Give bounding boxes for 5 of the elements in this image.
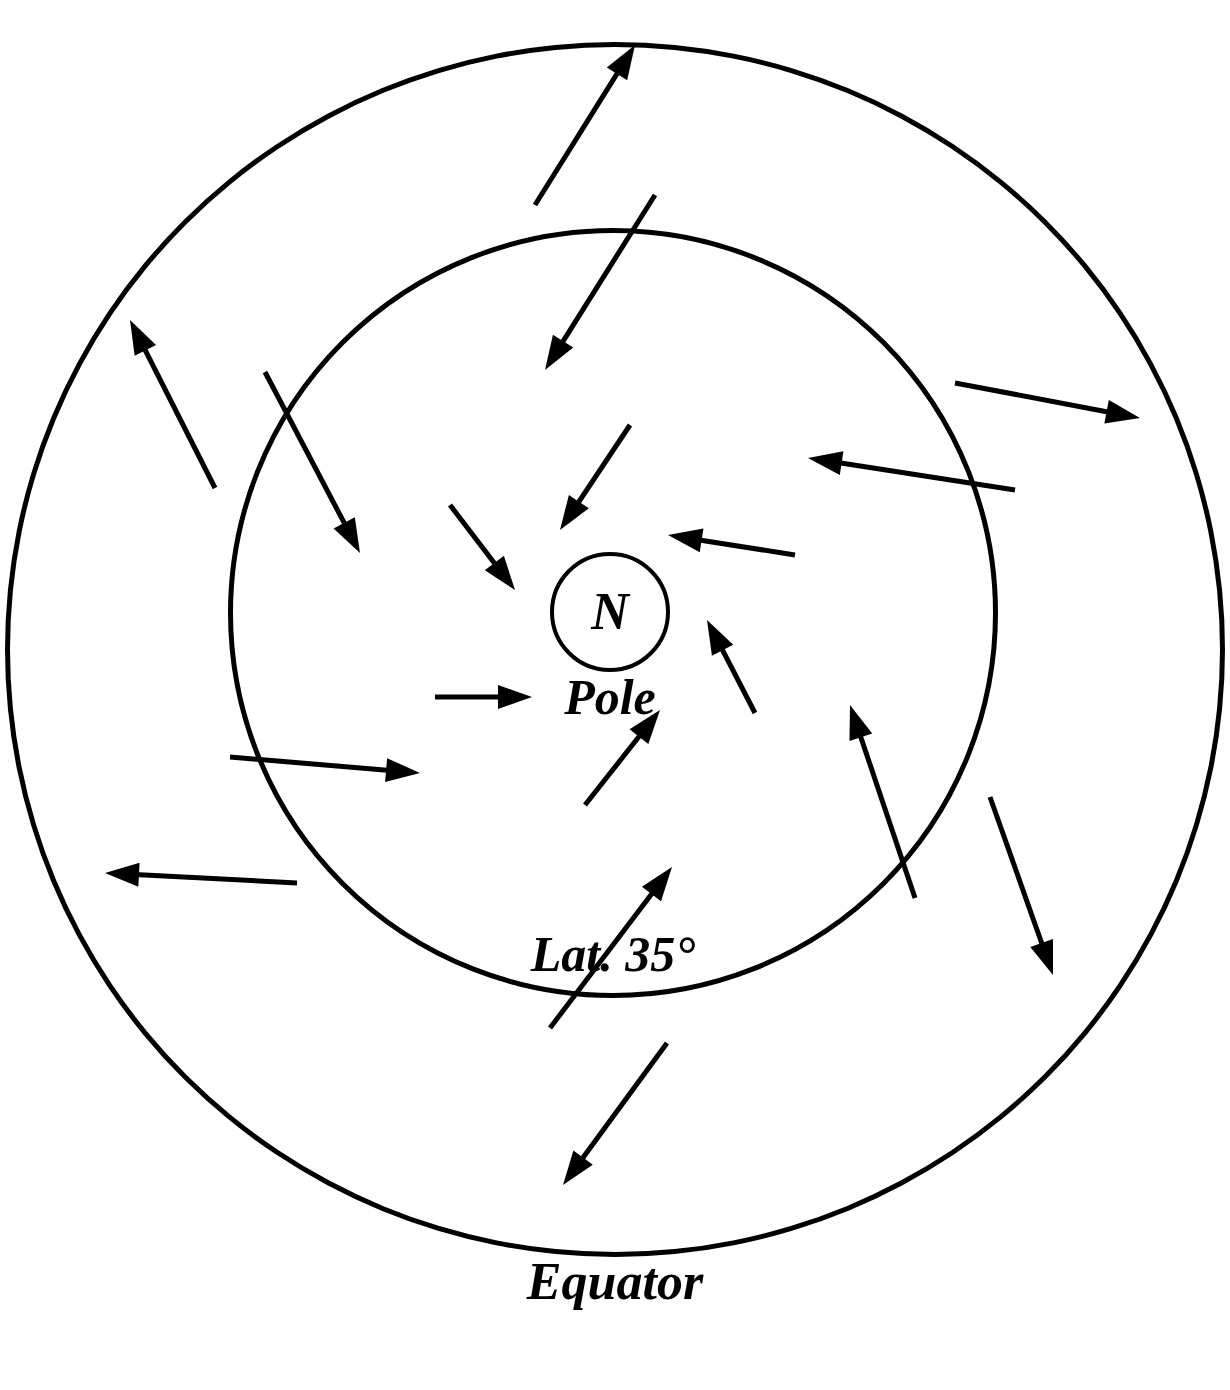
circle-label: Lat. 35° — [530, 929, 696, 979]
pole-label: Pole — [564, 672, 656, 722]
pole-letter: N — [589, 582, 632, 642]
latitude-circle — [228, 228, 998, 998]
circle-label: Equator — [526, 1256, 704, 1308]
